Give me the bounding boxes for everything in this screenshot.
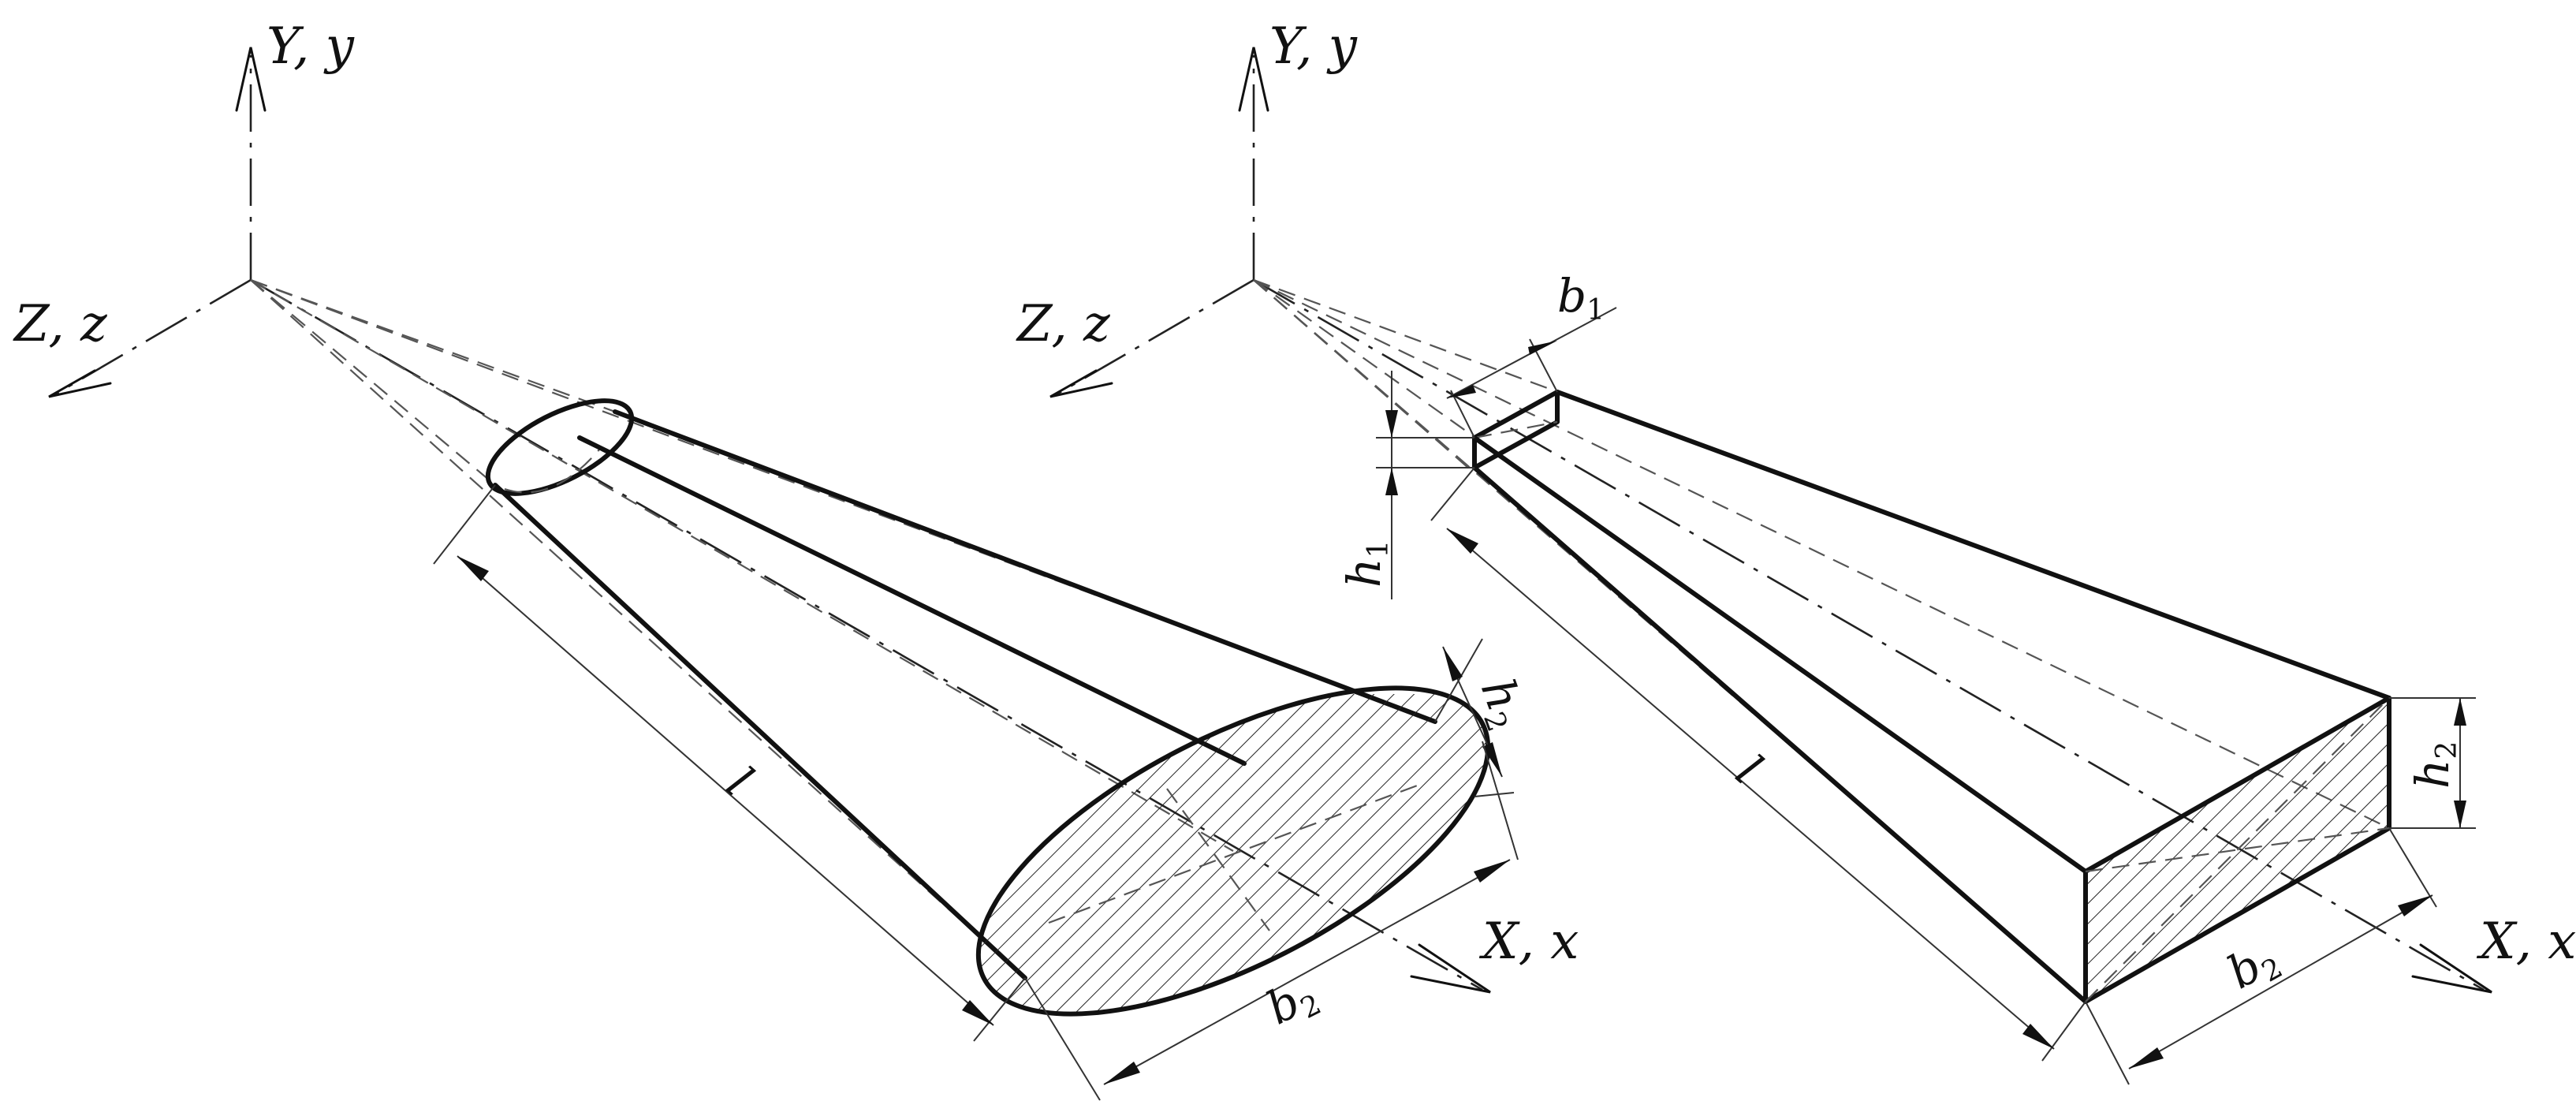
right-b2-label: b2 — [2219, 930, 2288, 1003]
right-dim-b1: b1 — [1446, 269, 1617, 439]
right-axes — [1049, 47, 2492, 994]
right-x-axis — [1253, 278, 2485, 991]
left-top-edge — [613, 409, 1437, 724]
left-mid-edge — [577, 435, 1247, 766]
right-dim-h1: h1 — [1337, 371, 1474, 599]
left-x-label: X, x — [1478, 913, 1579, 971]
right-bottom-front-edge — [1472, 465, 2088, 1004]
right-x-arrow — [2411, 943, 2492, 994]
left-x-axis — [250, 278, 1483, 991]
right-y-arrow — [1238, 47, 1269, 112]
left-y-label: Y, y — [267, 17, 355, 76]
left-axes — [48, 47, 1491, 994]
right-view: b1 h1 l — [1016, 17, 2576, 1085]
left-z-arrow — [48, 369, 112, 398]
right-dim-length: l — [1430, 467, 2086, 1062]
left-section-outline — [975, 685, 1491, 1017]
left-small-end-front — [485, 398, 635, 496]
right-b1-label: b1 — [1557, 269, 1605, 327]
right-h2-label: h2 — [2406, 741, 2463, 789]
left-dim-length: l — [433, 484, 1026, 1042]
left-b2-label: b2 — [1258, 966, 1326, 1039]
right-y-label: Y, y — [1269, 17, 1358, 76]
left-small-end-hidden — [504, 449, 600, 494]
left-bottom-edge — [493, 483, 1027, 980]
left-x-arrow — [1410, 943, 1491, 994]
right-small-end — [1472, 390, 1560, 470]
right-dim-h2: h2 — [2389, 697, 2476, 829]
left-z-label: Z, z — [13, 295, 108, 353]
right-z-arrow — [1049, 369, 1113, 398]
right-x-label: X, x — [2476, 913, 2576, 971]
right-top-back-edge — [1555, 390, 2391, 700]
right-z-label: Z, z — [1016, 295, 1111, 353]
right-h1-label: h1 — [1337, 540, 1395, 588]
left-y-arrow — [235, 47, 267, 112]
left-length-label: l — [717, 756, 763, 806]
right-top-front-edge — [1472, 435, 2088, 874]
